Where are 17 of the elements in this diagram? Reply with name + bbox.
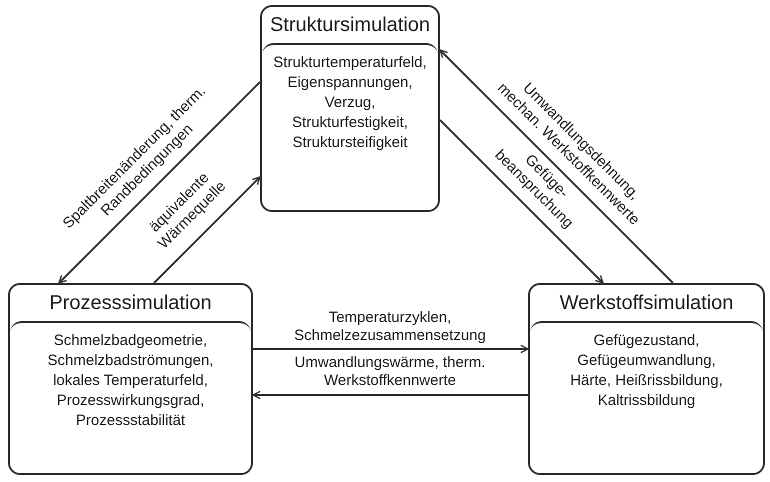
box-heading: Prozesssimulation: [49, 291, 212, 316]
box-text: Schmelzbadgeometrie, Schmelzbadströmungen, lokales Temperaturfeld, Prozesswirkungsgrad, Prozessstabilität: [46, 331, 214, 431]
process-box: [8, 283, 253, 475]
process-box: [260, 5, 440, 212]
edge-label: Umwandlungswärme, therm. Werkstoffkennwerte: [294, 354, 486, 390]
arrow: [252, 390, 528, 400]
arrow: [253, 344, 529, 354]
arrow: [153, 176, 261, 284]
box-heading: Werkstoffsimulation: [560, 291, 734, 316]
arrow: [439, 119, 604, 284]
box-text: Strukturtemperaturfeld, Eigenspannungen, Verzug, Strukturfestigkeit, Struktursteifigkeit: [272, 53, 428, 153]
arrow: [439, 49, 674, 284]
box-text: Gefügezustand, Gefügeumwandlung, Härte, Heißrissbildung, Kaltrissbildung: [569, 331, 724, 411]
process-box: [528, 283, 765, 475]
arrow: [58, 81, 261, 284]
box-heading: Struktursimulation: [270, 13, 430, 38]
edge-label: Temperaturzyklen, Schmelzezusammensetzung: [293, 309, 487, 345]
